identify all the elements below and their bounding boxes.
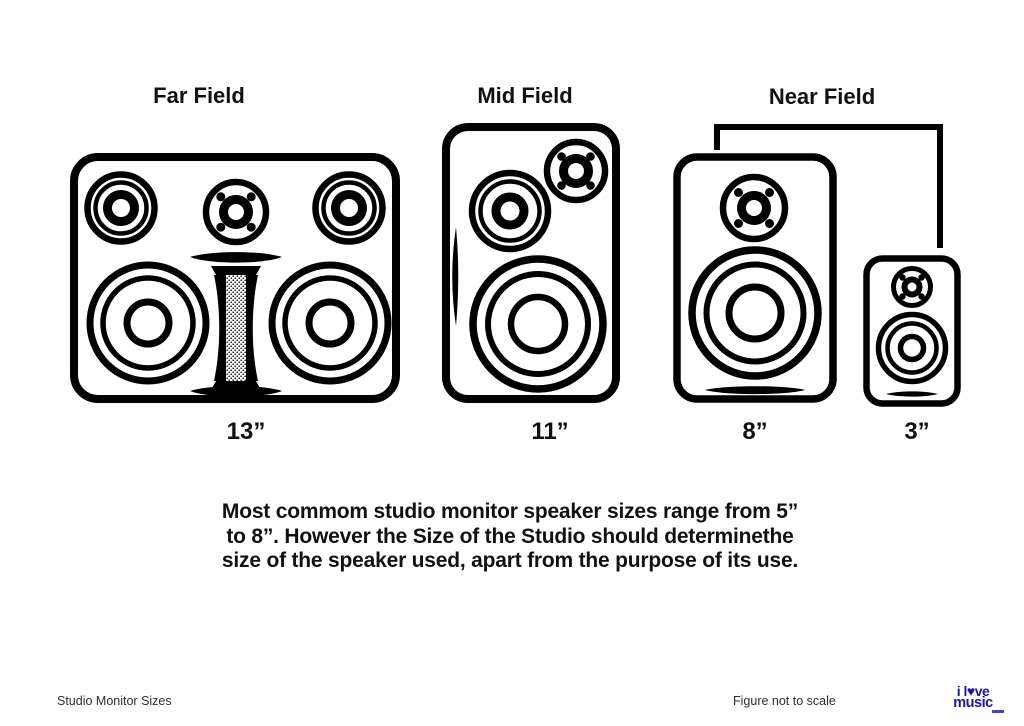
near-small-woofer-icon [875,311,949,385]
footer-scale-note: Figure not to scale [733,694,836,708]
near-small-cabinet [863,255,961,407]
far-port-slot-top [190,252,282,263]
logo-tagline-mark [992,710,1004,713]
far-port-slot-bottom [190,386,282,397]
caption-line-2: to 8”. However the Size of the Studio sh… [226,524,794,548]
far-field-speaker-graphic [70,153,400,403]
caption-line-3: size of the speaker used, apart from the… [221,549,799,572]
near-large-woofer-icon [688,246,822,380]
far-midrange-right-icon [312,171,386,245]
logo-top-text: i l♥ve [956,683,990,699]
logo-bottom-text: music [953,695,993,711]
i-love-music-logo: i l♥ve music [938,683,1008,713]
caption-line-1: Most commom studio monitor speaker sizes… [221,500,799,523]
mid-midrange-icon [468,169,552,253]
near-small-port-slot [886,391,938,397]
far-midrange-left-icon [84,171,158,245]
far-field-heading: Far Field [153,83,245,108]
mid-field-speaker-graphic [442,123,620,403]
near-large-tweeter-icon [719,173,789,243]
near-field-small-size-label: 3” [904,418,930,445]
far-woofer-left-icon [86,261,210,385]
mid-tweeter-icon [543,138,609,204]
mid-field-size-label: 11” [531,418,569,445]
mid-woofer-icon [469,255,607,393]
near-field-small-speaker-graphic [863,255,961,407]
far-field-size-label: 13” [226,418,266,445]
far-woofer-right-icon [268,261,392,385]
mid-field-heading: Mid Field [477,83,573,108]
far-tweeter-icon [202,178,270,246]
near-field-large-speaker-graphic [673,153,837,403]
caption-text: Most commom studio monitor speaker sizes… [110,500,910,574]
near-large-port-slot [705,386,805,395]
near-field-heading: Near Field [768,84,876,109]
mid-side-accent [452,227,459,326]
far-bass-port-icon [211,266,261,390]
near-field-bracket-line [714,124,943,248]
near-field-large-size-label: 8” [742,418,768,445]
footer-title: Studio Monitor Sizes [57,694,172,708]
near-small-tweeter-icon [891,266,933,308]
